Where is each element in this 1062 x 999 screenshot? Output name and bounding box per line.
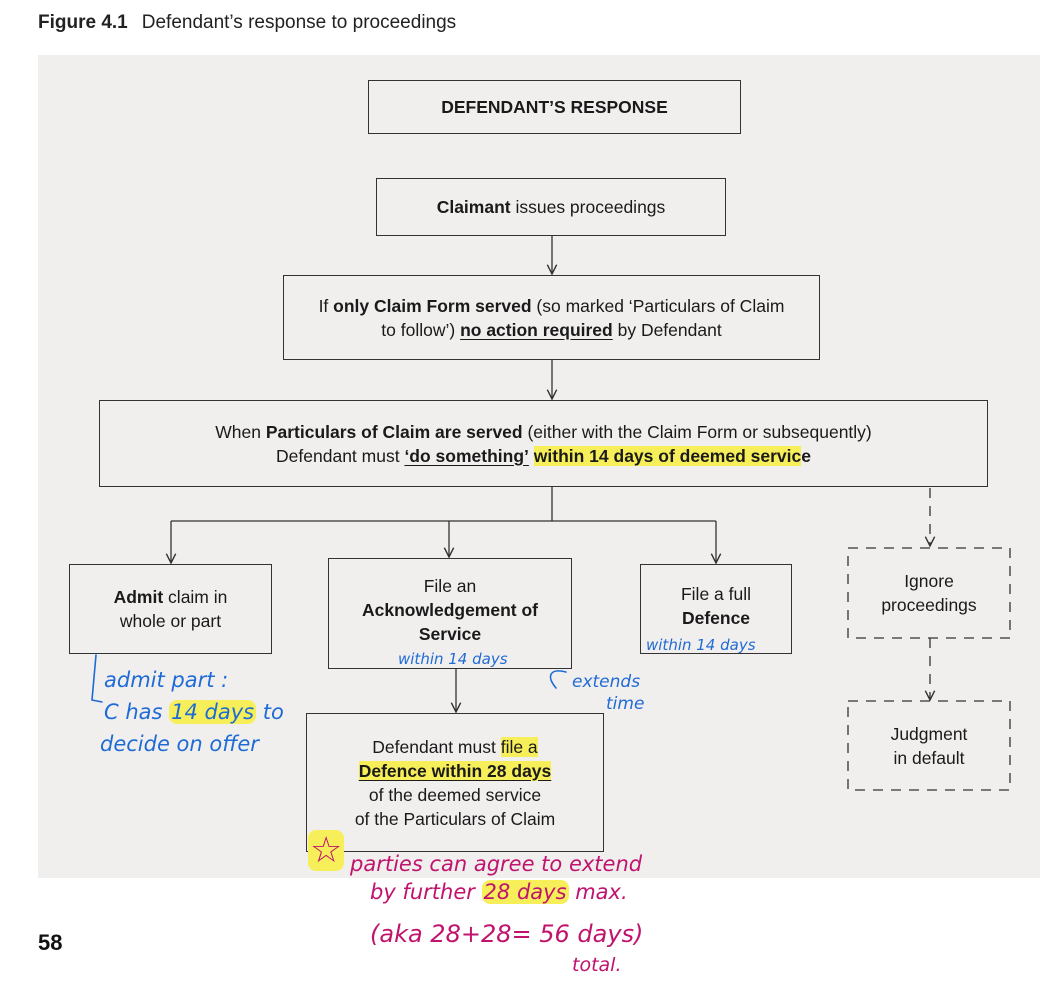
claim-form-box: If only Claim Form served (so marked ‘Pa… [283,275,820,360]
claimant-issues-text: Claimant issues proceedings [437,195,666,219]
admit-note-2c: to [256,700,284,724]
pc-b1: Particulars of Claim are served [265,421,523,442]
pc-t1: When [215,421,266,442]
parties-2c: max. [568,880,628,904]
fdef-b1: Defence within 28 days [358,760,552,781]
pc-t2: (either with the Claim Form or subsequen… [522,421,872,442]
defendants-response-box: DEFENDANT’S RESPONSE [368,80,741,134]
admit-rest: claim in whole or part [119,587,228,631]
note-parties-line-4: total. [572,954,622,976]
pc-b2: ‘do something’ [404,445,529,466]
claimant-word: Claimant [436,197,511,217]
admit-note-2a: C has [104,700,170,724]
note-extends-time: time [606,694,645,714]
note-parties-line-1: parties can agree to extend [350,852,643,876]
pc-t3: Defendant must [276,445,405,466]
fdef-line-3: of the deemed service [368,784,542,805]
file-defence-box: Defendant must file a Defence within 28 … [306,713,604,852]
cf-b2: no action required [460,319,613,340]
ignore-proceedings-box: Ignore proceedings [848,548,1010,638]
cf-t2: (so marked ‘Particulars of Claim to foll… [381,295,785,340]
note-admit-line-3: decide on offer [100,732,259,756]
ack-line-1: File an [423,575,477,596]
defendants-response-label: DEFENDANT’S RESPONSE [441,97,668,117]
admit-claim-box: Admit claim in whole or part [69,564,272,654]
star-icon: ☆ [308,830,345,871]
ack-bold: Acknowledgement of Service [362,599,538,644]
note-admit-line-2: C has 14 days to [104,700,284,724]
figure-title: Defendant’s response to proceedings [141,12,457,33]
claimant-issues-box: Claimant issues proceedings [376,178,726,236]
admit-word: Admit [113,587,164,607]
fdef-line-4: of the Particulars of Claim [354,808,556,829]
particulars-line-2: Defendant must ‘do something’ within 14 … [215,444,872,468]
judgment-text: Judgment in default [890,723,968,768]
cf-t3: by Defendant [612,319,722,340]
issues-rest: issues proceedings [510,197,666,217]
fdef-hl: file a [500,736,538,757]
figure-caption: Figure 4.1 Defendant’s response to procee… [38,12,456,34]
particulars-served-box: When Particulars of Claim are served (ei… [99,400,988,487]
judgment-default-box: Judgment in default [848,701,1010,790]
full-defence-box: File a full Defence [640,564,792,654]
pc-b4: e [801,445,811,466]
acknowledgement-text: File an Acknowledgement of Service [349,574,551,646]
note-extends: extends [572,672,641,692]
fd-line-1: File a full [680,584,752,604]
parties-2a: by further [370,880,482,904]
star-glyph: ☆ [308,830,345,871]
particulars-line-1: When Particulars of Claim are served (ei… [215,420,872,444]
ignore-text: Ignore proceedings [881,571,977,615]
full-defence-text: File a full Defence [681,582,751,630]
claim-form-text: If only Claim Form served (so marked ‘Pa… [312,294,791,342]
fdef-t1: Defendant must [372,736,501,757]
note-defence-within-14-days: within 14 days [646,636,756,654]
admit-note-2b: 14 days [169,700,257,724]
page-number: 58 [38,930,63,955]
admit-text: Admit claim in whole or part [100,585,241,633]
particulars-text: When Particulars of Claim are served (ei… [215,420,872,468]
cf-t1: If [318,295,334,316]
fdef-line-1: Defendant must file a [355,735,555,759]
fdef-line-2: Defence within 28 days [355,759,555,783]
figure-number: Figure 4.1 [38,12,128,33]
acknowledgement-box: File an Acknowledgement of Service [328,558,572,669]
parties-2b: 28 days [481,880,569,904]
fd-bold: Defence [681,608,751,628]
note-admit-line-1: admit part : [104,668,229,692]
note-parties-line-3: (aka 28+28= 56 days) [370,920,644,948]
file-defence-text: Defendant must file a Defence within 28 … [355,735,555,831]
cf-b1: only Claim Form served [333,295,532,316]
note-parties-line-2: by further 28 days max. [370,880,628,904]
note-ack-within-14-days: within 14 days [398,650,508,668]
pc-b3: within 14 days of deemed servic [533,445,802,466]
